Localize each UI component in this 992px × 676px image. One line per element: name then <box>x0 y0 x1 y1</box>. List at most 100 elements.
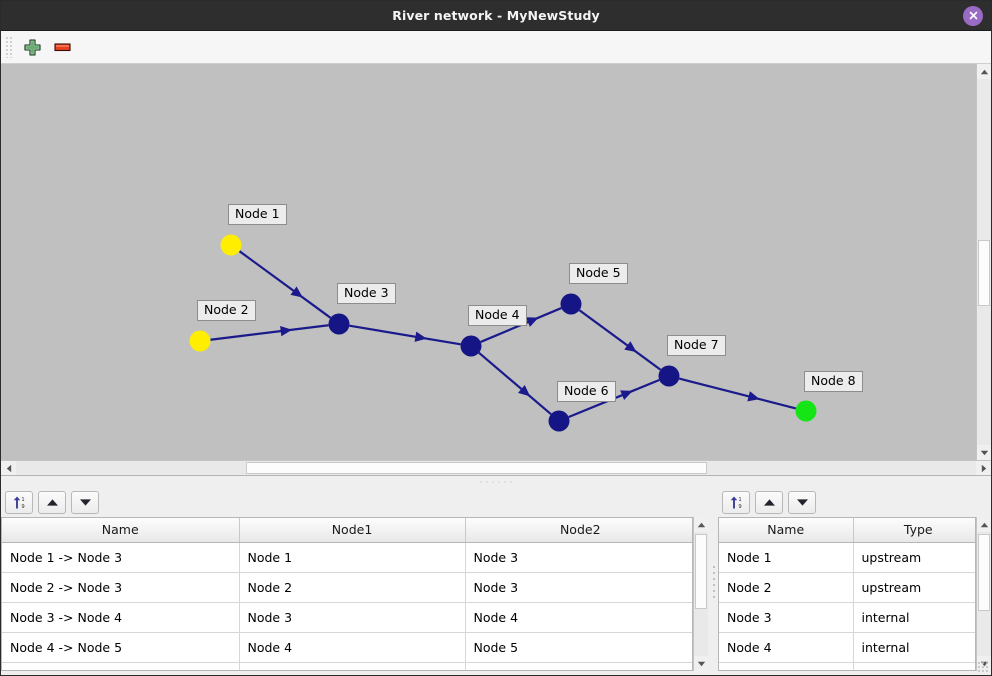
table-cell[interactable]: Node 2 -> Node 3 <box>2 572 240 603</box>
graph-canvas[interactable]: Node 1 Node 2 Node 3 Node 4 Node 5 Node 6 Node… <box>1 64 976 460</box>
graph-node-label[interactable]: Node 7 <box>667 335 726 356</box>
column-header-node2[interactable]: Node2 <box>465 518 692 543</box>
table-cell[interactable]: Node 2 <box>239 572 466 603</box>
move-down-button[interactable] <box>71 490 99 514</box>
vertical-splitter[interactable] <box>708 487 718 675</box>
graph-hscroll-thumb[interactable] <box>246 462 708 474</box>
graph-edge[interactable] <box>678 377 797 410</box>
move-up-button[interactable] <box>38 490 66 514</box>
graph-edge[interactable] <box>478 351 552 416</box>
table-cell[interactable]: Node 4 <box>239 632 466 663</box>
table-cell[interactable]: Node 4 <box>465 602 692 633</box>
graph-edge[interactable] <box>349 324 461 346</box>
close-icon[interactable] <box>963 5 983 26</box>
table-cell[interactable]: Node 1 <box>239 542 466 573</box>
graph-node-label[interactable]: Node 2 <box>197 300 256 321</box>
graph-node-label[interactable]: Node 4 <box>468 305 527 326</box>
graph-node-label[interactable]: Node 3 <box>337 283 396 304</box>
table-cell[interactable]: Node 4 -> Node 5 <box>2 632 240 663</box>
table-cell[interactable] <box>465 662 692 670</box>
delete-node-button[interactable] <box>47 34 77 60</box>
sort-ascending-icon[interactable]: 1 9 <box>722 490 750 514</box>
graph-edge[interactable] <box>238 250 332 319</box>
table-cell[interactable]: Node 3 <box>465 572 692 603</box>
graph-node[interactable] <box>548 410 570 432</box>
table-cell[interactable]: Node 1 <box>719 542 854 573</box>
column-header-node1[interactable]: Node1 <box>239 518 466 543</box>
scroll-left-icon[interactable] <box>1 461 16 475</box>
table-cell[interactable]: upstream <box>853 542 975 573</box>
scroll-down-icon[interactable] <box>977 445 991 460</box>
graph-node[interactable] <box>220 234 242 256</box>
graph-edge-arrow <box>620 390 633 400</box>
move-down-button[interactable] <box>788 490 816 514</box>
move-up-button[interactable] <box>755 490 783 514</box>
graph-node-label[interactable]: Node 8 <box>804 371 863 392</box>
nodes-vscroll-track[interactable] <box>977 532 991 656</box>
scroll-right-icon[interactable] <box>976 461 991 475</box>
graph-vscroll-thumb[interactable] <box>978 240 990 306</box>
add-node-button[interactable] <box>17 34 47 60</box>
toolbar-drag-handle[interactable] <box>5 36 13 58</box>
column-header-name[interactable]: Name <box>719 518 854 543</box>
column-header-type[interactable]: Type <box>853 518 975 543</box>
graph-node[interactable] <box>460 335 482 357</box>
table-cell[interactable]: Node 3 -> Node 4 <box>2 602 240 633</box>
graph-node[interactable] <box>328 313 350 335</box>
reaches-vscroll-track[interactable] <box>694 532 708 656</box>
graph-node[interactable] <box>189 330 211 352</box>
graph-edge[interactable] <box>210 324 329 341</box>
graph-node-label[interactable]: Node 1 <box>228 204 287 225</box>
sort-ascending-icon[interactable]: 1 9 <box>5 490 33 514</box>
graph-node-label[interactable]: Node 5 <box>569 263 628 284</box>
table-row[interactable] <box>2 662 692 670</box>
reaches-vscroll-thumb[interactable] <box>695 534 707 609</box>
table-cell[interactable]: Node 3 <box>719 602 854 633</box>
table-cell[interactable]: Node 3 <box>465 542 692 573</box>
resize-grip[interactable] <box>977 661 989 673</box>
graph-edge[interactable] <box>578 309 662 371</box>
reaches-vertical-scrollbar[interactable] <box>693 517 708 671</box>
graph-hscroll-track[interactable] <box>16 461 976 475</box>
graph-node-label[interactable]: Node 6 <box>557 381 616 402</box>
table-cell[interactable]: Node 4 <box>719 632 854 663</box>
horizontal-splitter[interactable] <box>1 475 991 487</box>
graph-node[interactable] <box>658 365 680 387</box>
table-cell[interactable]: internal <box>853 602 975 633</box>
graph-horizontal-scrollbar[interactable] <box>1 460 991 475</box>
table-row[interactable] <box>719 662 975 670</box>
table-cell[interactable] <box>239 662 466 670</box>
table-cell[interactable]: Node 5 <box>465 632 692 663</box>
table-cell[interactable]: Node 1 -> Node 3 <box>2 542 240 573</box>
graph-node[interactable] <box>560 293 582 315</box>
column-header-name[interactable]: Name <box>2 518 240 543</box>
table-cell[interactable]: Node 2 <box>719 572 854 603</box>
scroll-down-icon[interactable] <box>694 656 708 671</box>
scroll-up-icon[interactable] <box>694 517 708 532</box>
scroll-up-icon[interactable] <box>977 64 991 79</box>
table-cell[interactable]: upstream <box>853 572 975 603</box>
table-cell[interactable]: internal <box>853 632 975 663</box>
nodes-vertical-scrollbar[interactable] <box>976 517 991 671</box>
table-cell[interactable]: Node 3 <box>239 602 466 633</box>
graph-node[interactable] <box>795 400 817 422</box>
table-cell[interactable] <box>853 662 975 670</box>
graph-vertical-scrollbar[interactable] <box>976 64 991 460</box>
graph-edge-arrow <box>414 331 427 342</box>
table-cell[interactable] <box>2 662 240 670</box>
scroll-up-icon[interactable] <box>977 517 991 532</box>
table-cell[interactable] <box>719 662 854 670</box>
graph-vscroll-track[interactable] <box>977 79 991 445</box>
graph-edge-arrow <box>290 286 303 298</box>
nodes-vscroll-thumb[interactable] <box>978 534 990 612</box>
